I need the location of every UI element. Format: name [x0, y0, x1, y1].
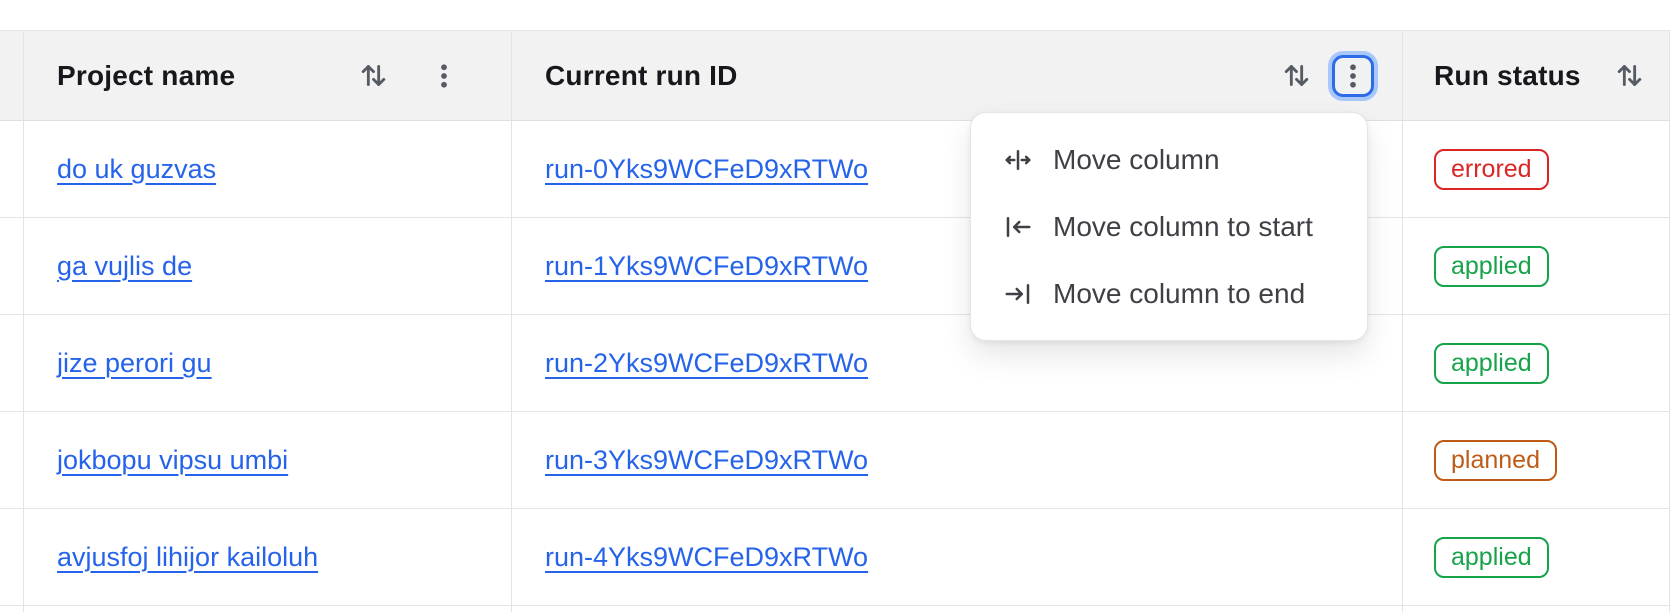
gutter-cell	[0, 315, 24, 411]
kebab-menu-icon[interactable]	[1332, 54, 1374, 97]
gutter-cell	[0, 121, 24, 217]
kebab-menu-icon[interactable]	[423, 55, 465, 97]
column-header-label: Project name	[57, 59, 236, 91]
project-name-link[interactable]: ga vujlis de	[57, 250, 193, 281]
status-badge: planned	[1434, 439, 1557, 481]
run-id-link[interactable]: run-2Yks9WCFeD9xRTWo	[545, 347, 869, 378]
menu-item-move-column-to-end[interactable]: Move column to end	[971, 260, 1367, 327]
run-id-link[interactable]: run-0Yks9WCFeD9xRTWo	[545, 153, 869, 184]
run-id-link[interactable]: run-4Yks9WCFeD9xRTWo	[545, 541, 869, 572]
status-badge: applied	[1434, 342, 1549, 384]
menu-item-move-column[interactable]: Move column	[971, 126, 1367, 193]
table-row: avjusfoj lihijor kailoluh run-4Yks9WCFeD…	[0, 509, 1670, 606]
project-name-link[interactable]: avjusfoj lihijor kailoluh	[57, 541, 319, 572]
column-options-menu: Move column Move column to start Move co…	[970, 112, 1368, 341]
table-row: ga vujlis de run-1Yks9WCFeD9xRTWo applie…	[0, 218, 1670, 315]
project-name-link[interactable]: jize perori gu	[57, 347, 212, 378]
move-column-to-end-icon	[1003, 279, 1033, 309]
move-column-icon	[1003, 145, 1033, 175]
status-badge: errored	[1434, 148, 1549, 190]
column-header-project-name: Project name	[24, 31, 512, 120]
move-column-to-start-icon	[1003, 212, 1033, 242]
table-row: jokbopu vipsu umbi run-3Yks9WCFeD9xRTWo …	[0, 412, 1670, 509]
table-row	[0, 606, 1670, 612]
gutter-cell	[0, 509, 24, 605]
gutter-cell	[0, 31, 24, 120]
table-row: jize perori gu run-2Yks9WCFeD9xRTWo appl…	[0, 315, 1670, 412]
table-row: do uk guzvas run-0Yks9WCFeD9xRTWo errore…	[0, 121, 1670, 218]
gutter-cell	[0, 412, 24, 508]
status-badge: applied	[1434, 536, 1549, 578]
gutter-cell	[0, 218, 24, 314]
project-name-link[interactable]: jokbopu vipsu umbi	[57, 444, 289, 475]
column-header-label: Current run ID	[545, 59, 738, 91]
column-header-run-status: Run status	[1403, 31, 1670, 120]
status-badge: applied	[1434, 245, 1549, 287]
menu-item-move-column-to-start[interactable]: Move column to start	[971, 193, 1367, 260]
column-header-current-run-id: Current run ID	[512, 31, 1403, 120]
sort-icon[interactable]	[1614, 60, 1645, 91]
projects-table: Project name Current run ID	[0, 30, 1670, 612]
menu-item-label: Move column	[1053, 143, 1220, 175]
project-name-link[interactable]: do uk guzvas	[57, 153, 217, 184]
run-id-link[interactable]: run-3Yks9WCFeD9xRTWo	[545, 444, 869, 475]
sort-icon[interactable]	[358, 60, 389, 91]
table-header-row: Project name Current run ID	[0, 30, 1670, 121]
sort-icon[interactable]	[1281, 60, 1312, 91]
menu-item-label: Move column to end	[1053, 277, 1306, 309]
run-id-link[interactable]: run-1Yks9WCFeD9xRTWo	[545, 250, 869, 281]
column-header-label: Run status	[1434, 59, 1581, 91]
menu-item-label: Move column to start	[1053, 210, 1313, 242]
